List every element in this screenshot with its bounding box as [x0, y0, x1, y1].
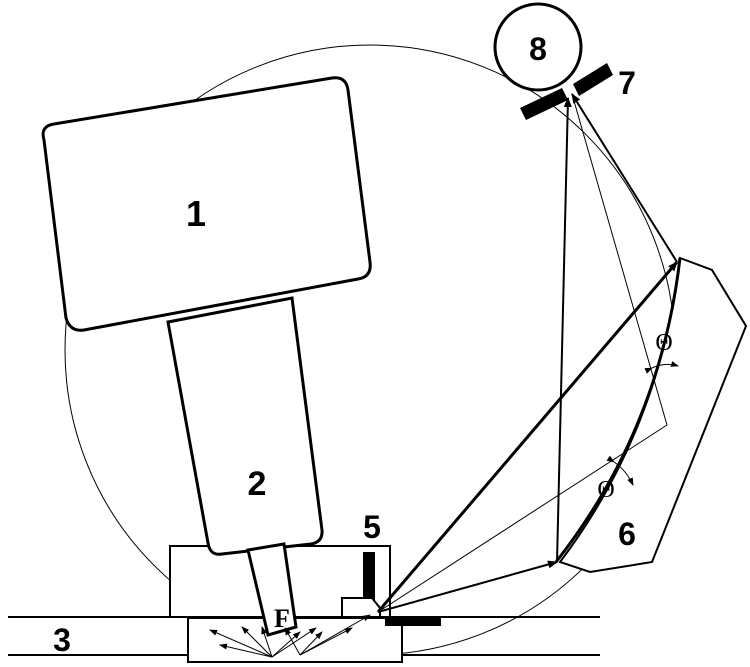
tube-window	[246, 542, 298, 637]
sample-stage	[8, 545, 600, 663]
aperture-5	[341, 552, 441, 626]
detector-8	[493, 2, 583, 92]
xray-tube-body	[41, 76, 372, 332]
label-focus: F	[274, 604, 290, 633]
label-5: 5	[363, 509, 381, 545]
label-2: 2	[248, 465, 267, 503]
label-3: 3	[53, 622, 71, 658]
theta-angle-marks	[606, 361, 679, 486]
analyzer-crystal	[554, 256, 748, 574]
label-8: 8	[529, 31, 547, 67]
detector-slit-7	[520, 63, 613, 120]
fluorescence-arrows	[209, 614, 371, 658]
label-6: 6	[618, 516, 636, 552]
label-theta-upper: Θ	[655, 330, 672, 356]
xray-tube-neck	[166, 296, 324, 556]
label-theta-lower: Θ	[597, 477, 614, 503]
label-7: 7	[618, 65, 636, 101]
label-1: 1	[186, 193, 206, 234]
ray-paths	[376, 93, 679, 613]
